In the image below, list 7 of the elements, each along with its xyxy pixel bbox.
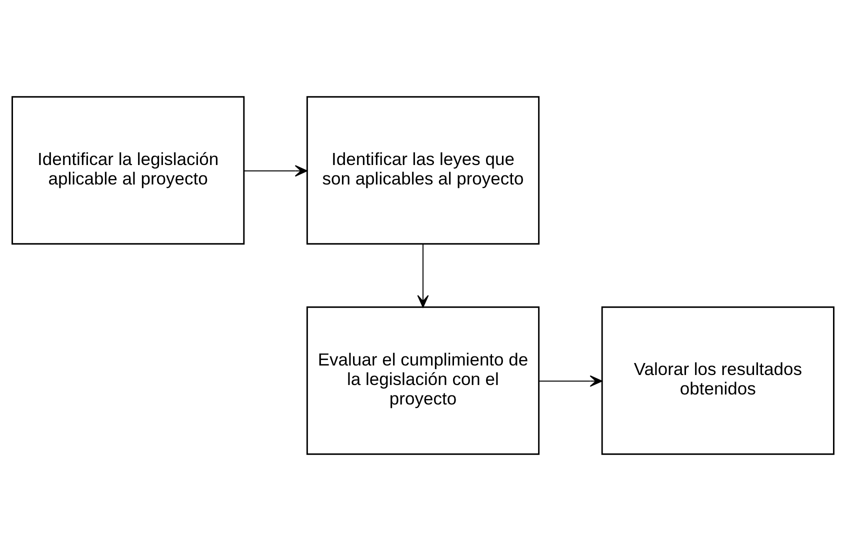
node-box: Evaluar el cumplimiento de la legislación con el proyecto	[306, 306, 540, 455]
node-box: Identificar la legislación aplicable al proyecto	[12, 96, 245, 245]
arrow	[244, 165, 308, 177]
node-box: Valorar los resultados obtenidos	[601, 306, 834, 455]
node-box: Identificar las leyes que son aplicables al proyecto	[306, 96, 540, 245]
arrow	[538, 375, 602, 387]
arrow	[417, 243, 429, 308]
